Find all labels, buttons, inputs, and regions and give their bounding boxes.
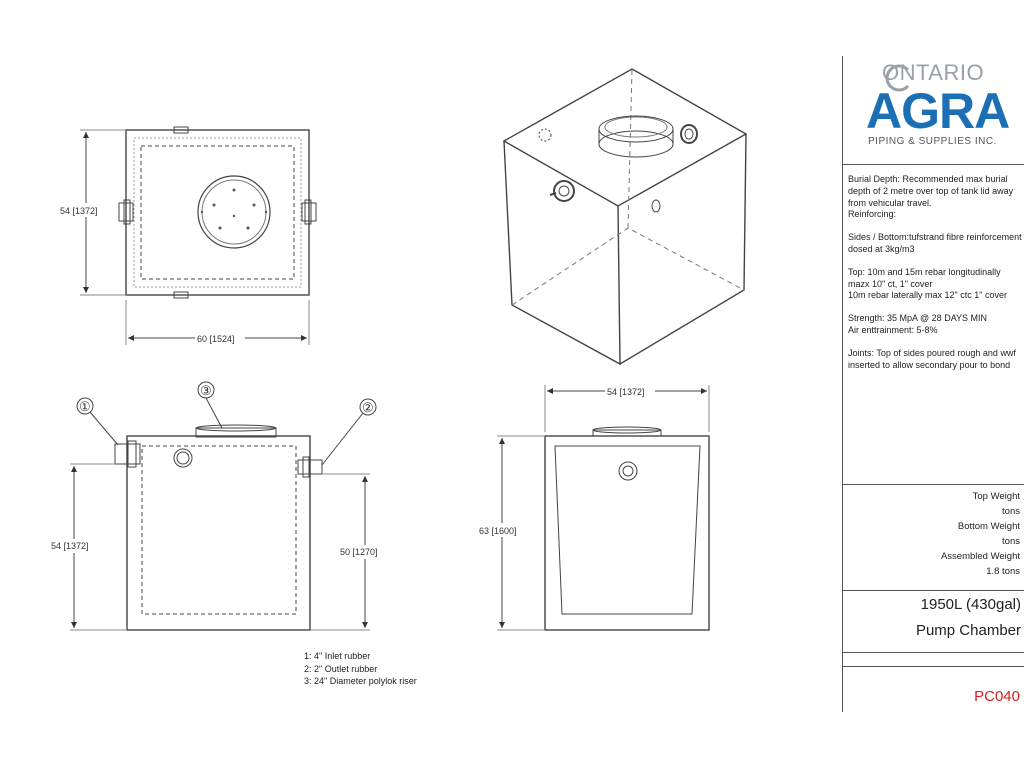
callout-2: ② xyxy=(362,401,374,416)
weights-table: Top Weight tons Bottom Weight tons Assem… xyxy=(848,489,1020,579)
divider xyxy=(842,484,1024,485)
divider xyxy=(842,652,1024,653)
side-view-height-dim: 63 [1600] xyxy=(479,526,517,536)
spec-joints: Joints: Top of sides poured rough and ww… xyxy=(848,347,1016,370)
logo-agra: AGRA xyxy=(866,83,1010,139)
bottom-weight-label: Bottom Weight xyxy=(957,521,1020,532)
title-block xyxy=(842,56,1024,712)
assembled-weight-label: Assembled Weight xyxy=(940,551,1020,562)
product-capacity: 1950L (430gal) xyxy=(920,596,1021,613)
logo-tagline: PIPING & SUPPLIES INC. xyxy=(868,136,997,147)
specifications: Burial Depth: Recommended max burial dep… xyxy=(848,174,1024,382)
callout-1: ① xyxy=(79,400,91,415)
spec-air: Air enttrainment: 5-8% xyxy=(848,324,938,335)
divider xyxy=(842,590,1024,591)
divider xyxy=(842,666,1024,667)
spec-top-2: 10m rebar laterally max 12" ctc 1" cover xyxy=(848,290,1007,301)
top-view xyxy=(80,126,317,345)
side-view-width-dim: 54 [1372] xyxy=(607,387,645,397)
front-view xyxy=(70,381,377,631)
callout-3: ③ xyxy=(200,384,212,399)
spec-burial: Burial Depth: Recommended max burial dep… xyxy=(848,174,1014,208)
spec-sides: Sides / Bottom:tufstrand fibre reinforce… xyxy=(848,232,1022,254)
divider xyxy=(842,164,1024,165)
logo-swirl-icon xyxy=(885,64,910,92)
top-weight-label: Top Weight xyxy=(972,491,1020,502)
logo-ontario: ONTARIO xyxy=(882,60,985,85)
tank-drawing: 54 [1372] 60 [1524] 54 [1372] 50 [1270] … xyxy=(49,68,748,631)
legend-item: 1: 4" Inlet rubber xyxy=(304,651,371,661)
top-weight-unit: tons xyxy=(1002,506,1020,517)
legend-item: 3: 24" Diameter polylok riser xyxy=(304,676,417,686)
front-view-outlet-dim: 50 [1270] xyxy=(340,547,378,557)
side-view xyxy=(497,385,710,631)
front-view-height-dim: 54 [1372] xyxy=(51,541,89,551)
isometric-view xyxy=(502,68,748,366)
spec-reinforcing: Reinforcing: xyxy=(848,209,897,220)
product-name: Pump Chamber xyxy=(915,622,1021,639)
bottom-weight-unit: tons xyxy=(1002,536,1020,547)
spec-top-1: Top: 10m and 15m rebar longitudinally ma… xyxy=(848,266,1001,289)
top-view-width-dim: 60 [1524] xyxy=(197,334,235,344)
legend-item: 2: 2" Outlet rubber xyxy=(304,663,378,674)
top-view-depth-dim: 54 [1372] xyxy=(60,206,98,216)
drawing-code: PC040 xyxy=(974,688,1020,705)
parts-legend: 1: 4" Inlet rubber 2: 2" Outlet rubber 3… xyxy=(304,650,417,688)
assembled-weight-value: 1.8 tons xyxy=(986,566,1020,577)
company-logo: ONTARIO AGRA PIPING & SUPPLIES INC. xyxy=(862,58,1022,158)
spec-strength: Strength: 35 MpA @ 28 DAYS MIN xyxy=(848,313,988,324)
